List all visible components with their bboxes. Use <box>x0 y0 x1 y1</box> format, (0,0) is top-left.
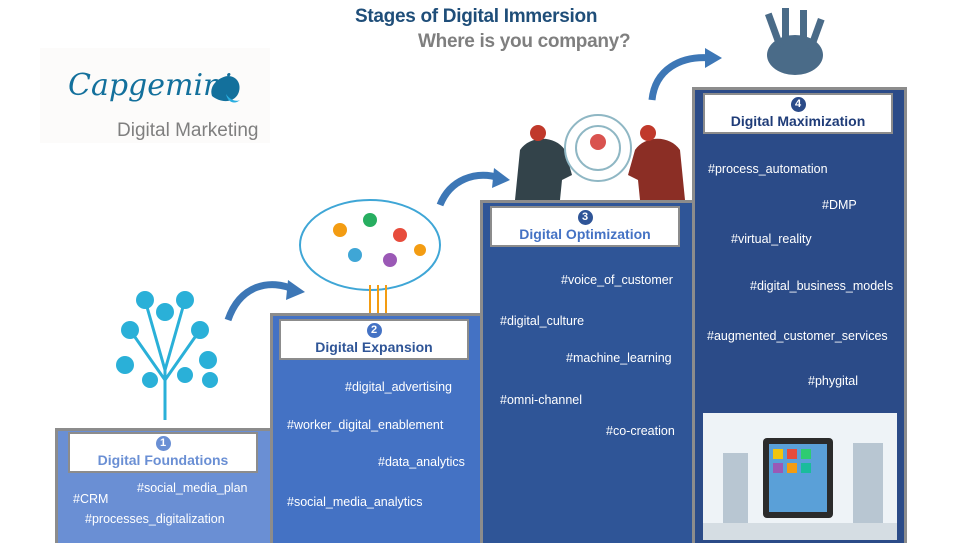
tag: #co-creation <box>606 424 675 438</box>
tag: #digital_advertising <box>345 380 453 394</box>
capgemini-logo: Capgemini Digital Marketing <box>40 48 270 143</box>
stage-label: Digital Maximization <box>730 113 866 129</box>
tech-tree-illustration <box>116 291 218 420</box>
stage-label: Digital Foundations <box>97 452 229 468</box>
stage-3-step <box>480 200 694 543</box>
tag: #machine_learning <box>566 351 672 365</box>
page-subtitle: Where is you company? <box>418 31 631 52</box>
logo-subtitle: Digital Marketing <box>117 120 259 141</box>
tag: #worker_digital_enablement <box>287 418 444 432</box>
stage-label: Digital Expansion <box>315 339 433 355</box>
tag: #augmented_customer_services <box>707 329 888 343</box>
tag: #virtual_reality <box>731 232 812 246</box>
page-title: Stages of Digital Immersion <box>355 6 598 27</box>
stage-2-label-box: 2 Digital Expansion <box>279 319 469 360</box>
smart-city-illustration <box>703 413 897 540</box>
tag: #CRM <box>73 492 109 506</box>
stage-1-label-box: 1 Digital Foundations <box>68 432 258 473</box>
tag: #phygital <box>808 374 859 388</box>
stage-4-label-box: 4 Digital Maximization <box>703 93 893 134</box>
heads-illustration <box>515 114 685 200</box>
tag: #digital_business_models <box>750 279 894 293</box>
arrow-icon <box>648 54 713 101</box>
hand-illustration <box>765 8 825 75</box>
stage-number: 4 <box>790 97 806 112</box>
stage-3-label-box: 3 Digital Optimization <box>490 206 680 247</box>
tag: #DMP <box>822 198 857 212</box>
tag: #voice_of_customer <box>561 273 673 287</box>
stage-label: Digital Optimization <box>519 226 651 242</box>
tag: #digital_culture <box>500 314 585 328</box>
tag: #social_media_analytics <box>287 495 423 509</box>
tag: #omni-channel <box>500 393 582 407</box>
arrow-icon <box>436 171 502 207</box>
spade-icon <box>211 76 240 103</box>
logo-name: Capgemini <box>68 68 232 103</box>
stage-number: 3 <box>577 210 593 225</box>
stage-number: 2 <box>366 323 382 338</box>
tag: #process_automation <box>708 162 828 176</box>
stage-number: 1 <box>155 436 171 451</box>
tag: #social_media_plan <box>137 481 248 495</box>
tag: #data_analytics <box>378 455 465 469</box>
brain-illustration <box>299 199 441 313</box>
tag: #processes_digitalization <box>85 512 225 526</box>
